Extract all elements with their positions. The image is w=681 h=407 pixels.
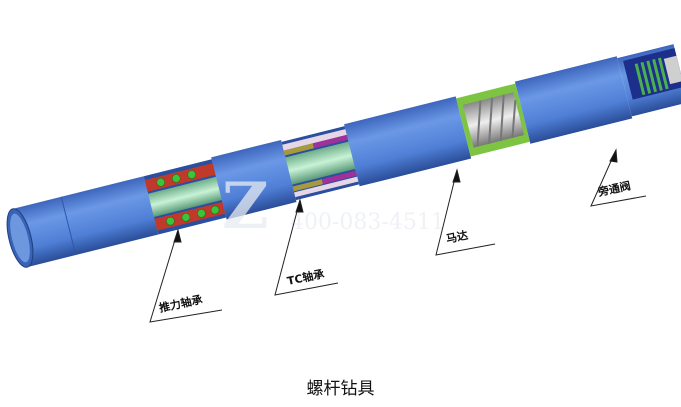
label-motor: 马达 [445, 228, 469, 246]
label-thrust-bearing: 推力轴承 [158, 292, 205, 315]
diagram-title: 螺杆钻具 [306, 379, 375, 399]
tube-body [12, 44, 681, 268]
watermark: Z 400-083-4511 [222, 169, 445, 244]
callout-bypass-valve [590, 148, 647, 207]
label-tc-bearing: TC轴承 [286, 266, 327, 288]
tc-bearing-section [281, 126, 360, 201]
bypass-valve-section [623, 48, 681, 100]
motor-section [456, 83, 530, 157]
svg-text:400-083-4511: 400-083-4511 [290, 210, 445, 235]
thrust-bearing-section [143, 159, 227, 235]
callout-motor [435, 168, 496, 256]
svg-text:Z: Z [222, 169, 269, 244]
callout-tc-bearing [274, 198, 339, 296]
callout-thrust-bearing [149, 228, 223, 323]
label-bypass-valve: 旁通阀 [596, 178, 632, 199]
